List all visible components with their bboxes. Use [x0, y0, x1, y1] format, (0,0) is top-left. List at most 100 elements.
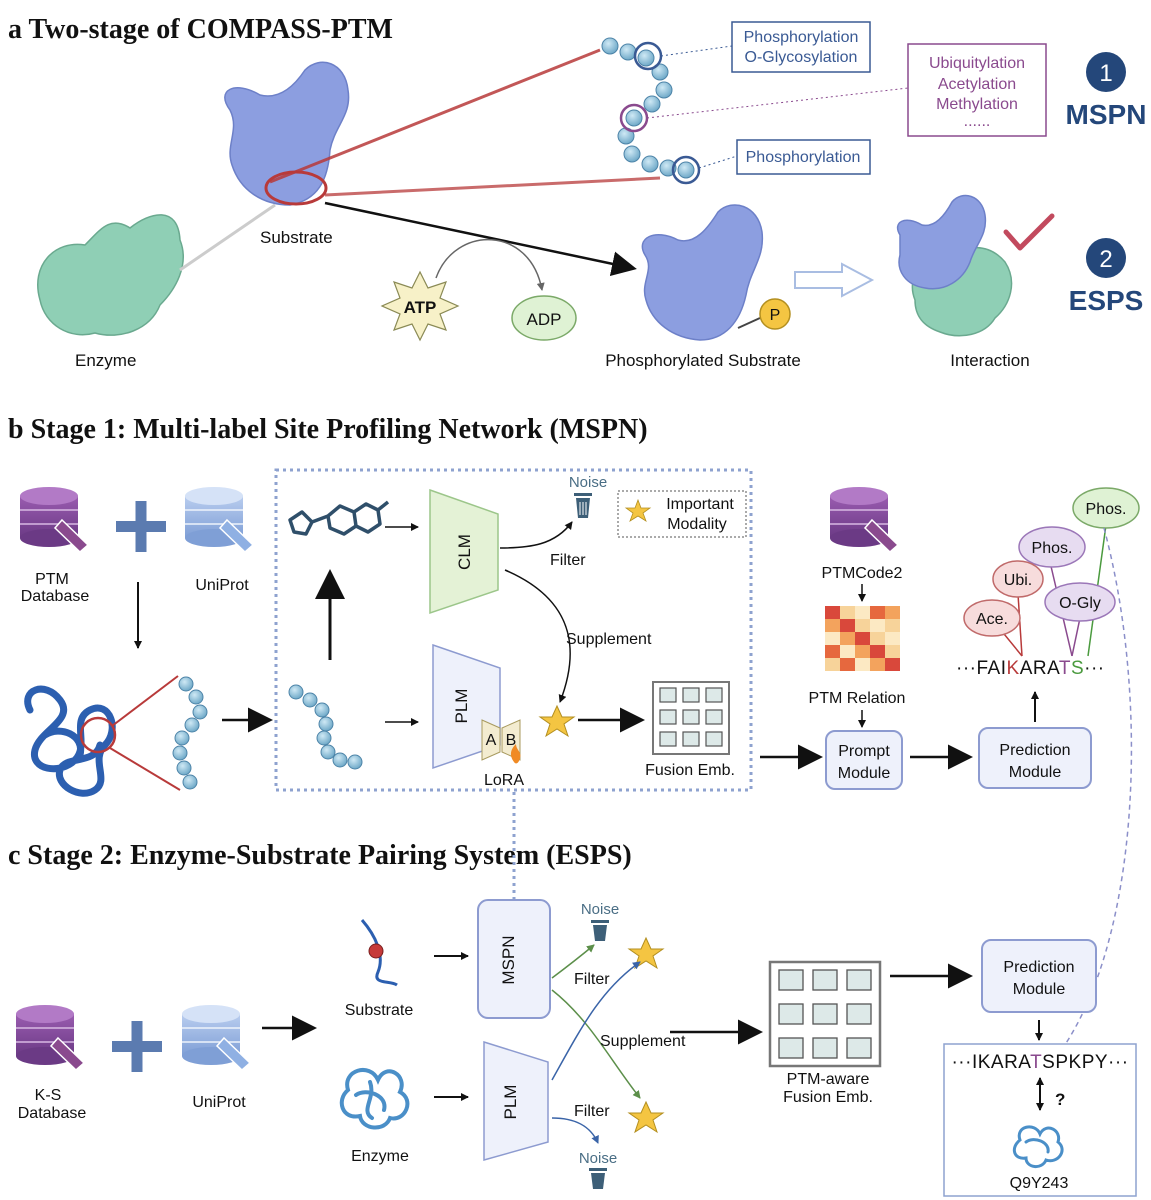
ptmcode-database-icon [830, 487, 900, 554]
uniprot-database-icon [185, 487, 255, 554]
phosphate-circle [759, 298, 791, 330]
prediction-module-c-line-2: Module [1013, 981, 1066, 998]
protein-zoom-circle [79, 716, 117, 754]
residue-chain-box [288, 684, 363, 770]
dotted-link-2 [646, 87, 909, 119]
checkmark-icon [1003, 213, 1055, 251]
ptm-box-3-line: Phosphorylation [746, 149, 861, 166]
atp-label: ATP [404, 298, 437, 317]
lora-label: LoRA [484, 772, 524, 789]
enzyme-label: Enzyme [75, 351, 136, 370]
panel-a-title: a Two-stage of COMPASS-PTM [8, 14, 393, 45]
lora-a-block [481, 719, 501, 761]
plm-label-b: PLM [452, 689, 471, 724]
prediction-module-b-line-1: Prediction [999, 742, 1070, 759]
substrate-shape [224, 61, 350, 206]
stage-2-name: ESPS [1069, 285, 1144, 316]
fusion-emb-c-line-1: PTM-aware [787, 1071, 870, 1088]
sequence-b-k: K [1007, 658, 1020, 679]
fusion-emb-grid-b [652, 681, 730, 755]
ptm-box-3 [736, 139, 871, 175]
stage-1-badge [1086, 52, 1126, 92]
reaction-arrow [324, 201, 637, 277]
prediction-module-c-line-1: Prediction [1003, 959, 1074, 976]
lora-b-label: B [506, 732, 517, 749]
dotted-link-1 [660, 45, 733, 57]
interaction-substrate-shape [896, 194, 987, 290]
sequence-b-t: T [1059, 658, 1071, 679]
ogly-link [1071, 617, 1081, 657]
ptm-box-1 [731, 21, 871, 73]
phosphate-link [737, 317, 761, 329]
mspn-supplement-arrow [551, 989, 641, 1099]
hollow-arrow [794, 262, 875, 298]
stage-2-badge [1086, 238, 1126, 278]
bubble-ogly [1044, 582, 1116, 622]
atp-to-adp-arrow [435, 238, 545, 291]
plm-supplement-arrow [551, 961, 641, 1081]
bubble-ogly-label: O-Gly [1059, 595, 1101, 612]
substrate-label-c: Substrate [345, 1002, 414, 1019]
filter-label-b: Filter [550, 552, 586, 569]
atp-burst [380, 270, 460, 342]
ks-database-icon [16, 1005, 86, 1072]
protein-zoom-line-1 [111, 675, 179, 727]
ptm-box-2-line-4: ...... [964, 113, 991, 130]
fusion-emb-grid-c [768, 960, 882, 1068]
plus-icon-c-v [131, 1021, 143, 1072]
bubble-ubi [992, 560, 1044, 598]
tangled-protein-icon [24, 685, 116, 797]
clm-filter-arrow [499, 521, 573, 549]
enzyme-shape [37, 214, 184, 336]
clm-label: CLM [455, 534, 474, 570]
stage-1-number: 1 [1099, 60, 1112, 87]
mspn-module [477, 899, 551, 1019]
enzyme-tangle-icon [339, 1068, 410, 1130]
residue-chain [601, 37, 701, 185]
adp-bubble [511, 295, 577, 341]
star-icon-c-top [627, 936, 665, 970]
sequence-b-pre: ···FAI [956, 658, 1007, 679]
uniprot-database-icon-c [182, 1005, 252, 1072]
sequence-c-t: T [1030, 1052, 1042, 1073]
supplement-arrow-b [504, 569, 571, 703]
sequence-c: ···IKARATSPKPY··· [951, 1052, 1128, 1073]
ptm-relation-label: PTM Relation [809, 690, 906, 707]
substrate-site-dot [368, 943, 384, 959]
plm-filter-arrow [551, 1117, 599, 1144]
legend-line-1: Important [666, 496, 734, 513]
ptm-box-2 [907, 43, 1047, 137]
prompt-module-line-1: Prompt [838, 743, 890, 760]
prediction-module-c [981, 939, 1097, 1013]
enzyme-link-line [179, 203, 276, 272]
phosphorylated-substrate-shape [641, 204, 764, 341]
sequence-b-post: ··· [1084, 658, 1104, 679]
bubble-phos-top [1072, 487, 1140, 529]
clm-block [429, 488, 499, 615]
noise-top-label: Noise [581, 901, 619, 918]
legend-line-2: Modality [667, 516, 727, 533]
ptmcode-label: PTMCode2 [822, 565, 903, 582]
filter-bottom-label: Filter [574, 1103, 610, 1120]
ptm-box-2-line-3: Methylation [936, 96, 1018, 113]
flame-icon [510, 744, 521, 764]
ubi-link [1017, 593, 1023, 657]
star-icon-b [538, 704, 576, 738]
sequence-c-post: SPKPY··· [1042, 1052, 1128, 1073]
supplement-label-c: Supplement [600, 1033, 686, 1050]
stage-1-name: MSPN [1066, 99, 1147, 130]
ptm-box-2-line-1: Ubiquitylation [929, 55, 1025, 72]
bubble-ubi-label: Ubi. [1004, 572, 1032, 589]
trash-icon-top [591, 920, 609, 941]
ptm-database-label-1: PTM [35, 571, 69, 588]
stage-2-number: 2 [1099, 246, 1112, 273]
lora-a-label: A [486, 732, 497, 749]
filter-top-label: Filter [574, 971, 610, 988]
supplement-label-b: Supplement [566, 631, 652, 648]
prompt-module [825, 730, 903, 790]
ptm-relation-heatmap [825, 606, 900, 671]
plm-block-c [483, 1040, 549, 1161]
star-icon-legend [624, 498, 652, 522]
sequence-b-mid: ARA [1020, 658, 1060, 679]
